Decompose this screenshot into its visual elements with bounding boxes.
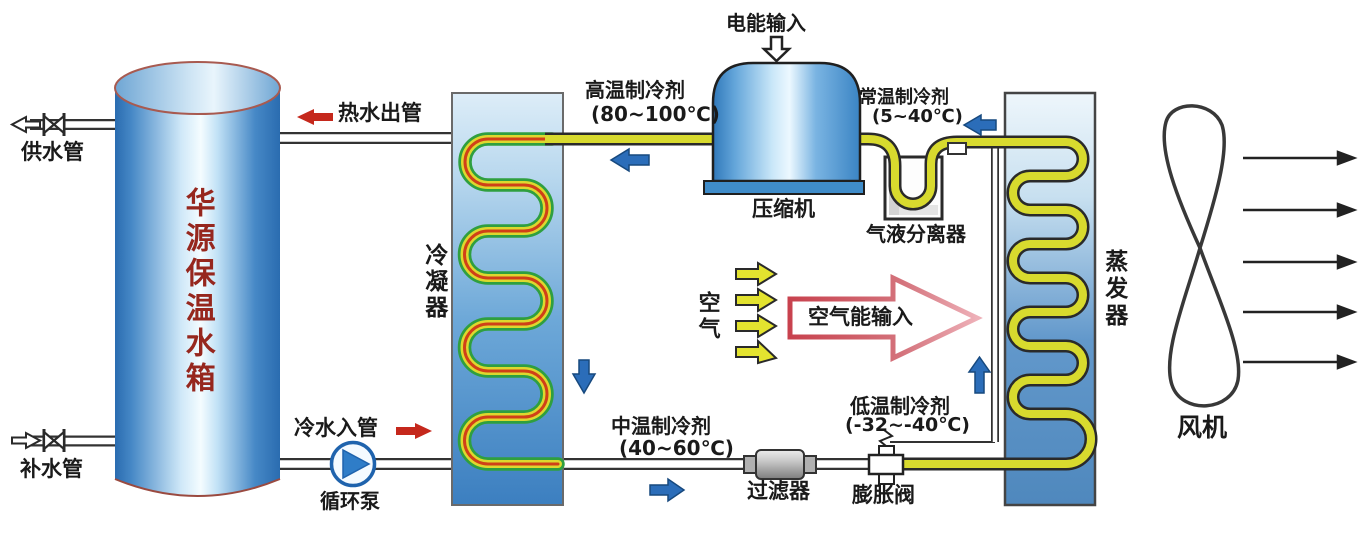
pipe-connector [947, 142, 967, 155]
makeup-pipe-label: 补水管 [20, 457, 83, 481]
flow-arrow-left2-icon [962, 113, 997, 137]
pump-label: 循环泵 [320, 489, 380, 513]
compressor-label: 压缩机 [752, 197, 815, 221]
hot-water-arrow-icon [297, 109, 333, 125]
supply-pipe-label: 供水管 [21, 140, 84, 164]
filter-label: 过滤器 [747, 479, 810, 503]
flow-arrow-right-icon [649, 477, 686, 503]
cold-in-pipe-label: 冷水入管 [294, 416, 378, 440]
white-pipes-core [30, 121, 998, 468]
fan-airflow-arrows [1243, 150, 1358, 370]
power-input-arrow-icon [760, 35, 793, 63]
airflow-arrow [1243, 202, 1358, 218]
expansion-valve-label: 膨胀阀 [852, 483, 915, 507]
valve-spring-icon [878, 429, 894, 447]
low-temp-range: (-32~-40℃) [845, 414, 970, 436]
air-arrow-icon [735, 287, 778, 313]
flow-arrow-down-icon [571, 359, 597, 395]
air-arrow-icon [735, 261, 778, 287]
airflow-arrow [1243, 304, 1358, 320]
cold-water-arrow-icon [396, 423, 432, 439]
power-input-label: 电能输入 [726, 11, 806, 35]
yellow-pipes-core [545, 135, 1095, 468]
makeup-valve-icon [42, 429, 66, 452]
circulation-pump [329, 440, 377, 488]
compressor-base [703, 180, 865, 195]
compressor-body [711, 61, 862, 183]
separator-shading-bottom [899, 205, 938, 215]
air-energy-label: 空气能输入 [808, 305, 913, 329]
air-arrow-icon [735, 313, 778, 339]
airflow-arrow [1243, 150, 1358, 166]
refrigerant-flow-arrows [571, 113, 997, 503]
air-label: 空气 [694, 291, 720, 343]
separator-label: 气液分离器 [866, 222, 966, 246]
medium-temp-range: (40~60℃) [619, 436, 734, 460]
fan-label: 风机 [1177, 413, 1228, 442]
evaporator-label: 蒸发器 [1100, 249, 1127, 330]
flow-arrow-left-icon [609, 147, 650, 173]
low-temp-label: 低温制冷剂 [850, 394, 950, 418]
water-tank [114, 61, 281, 497]
condenser-label: 冷凝器 [420, 243, 447, 321]
expansion-valve-device [867, 429, 905, 485]
medium-temp-label: 中温制冷剂 [611, 414, 711, 438]
compressor-unit [703, 35, 865, 195]
airflow-arrow [1243, 254, 1358, 270]
normal-temp-range: (5~40℃) [872, 106, 963, 127]
supply-out-arrow-icon [9, 115, 41, 134]
flow-arrow-up-icon [967, 355, 992, 394]
high-temp-label: 高温制冷剂 [585, 78, 685, 102]
supply-valve-icon [42, 113, 66, 136]
normal-temp-label: 常温制冷剂 [859, 87, 949, 108]
air-arrow-icon [735, 338, 778, 365]
air-energy-arrow-icon [787, 274, 983, 362]
air-arrows [735, 261, 778, 365]
tank-label: 华源保温水箱 [179, 187, 215, 397]
makeup-in-arrow-icon [11, 431, 43, 450]
hot-out-pipe-label: 热水出管 [338, 101, 422, 125]
pump-impeller-icon [342, 448, 371, 480]
condenser-coil [457, 132, 565, 471]
airflow-arrow [1243, 354, 1358, 370]
fan-blade-icon [1162, 104, 1241, 408]
high-temp-range: (80~100℃) [591, 102, 720, 126]
filter-device [743, 449, 817, 480]
